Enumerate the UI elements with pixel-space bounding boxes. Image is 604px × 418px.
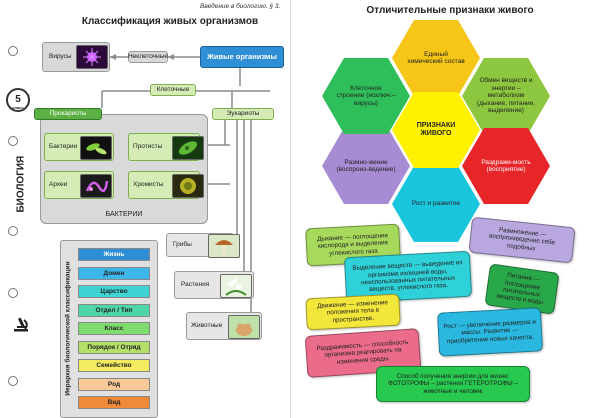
note-nutrition: Питание — поглощение питательных веществ…	[484, 263, 560, 315]
note-text: Способ получения энергии для жизни: ФОТО…	[388, 372, 518, 395]
binder-hole	[8, 136, 18, 146]
hierarchy-title: Иерархия биологической классификации	[56, 240, 80, 416]
hierarchy-level: Царство	[78, 285, 150, 298]
bacteria-group: БАКТЕРИИ	[40, 114, 208, 224]
hierarchy-level: Род	[78, 377, 150, 391]
hierarchy-level: Отдел / Тип	[78, 303, 150, 317]
grade-number: 5	[15, 94, 21, 105]
note-energy: Способ получения энергии для жизни: ФОТО…	[376, 366, 530, 402]
subject-label: БИОЛОГИЯ	[15, 155, 27, 213]
animals-image	[228, 315, 260, 339]
hierarchy-level: Класс	[78, 322, 150, 335]
hex-label: Раздражи-мость (восприятие)	[481, 158, 531, 173]
hex-irritability: Раздражи-мость (восприятие)	[462, 128, 550, 204]
noncellular-box: Неклеточные	[128, 51, 168, 63]
features-title: Отличительные признаки живого	[366, 5, 534, 16]
viruses-label: Вирусы	[49, 53, 72, 61]
fungi-label: Грибы	[173, 241, 192, 249]
hex-reproduction: Размно-жение (воспроиз-ведение)	[322, 128, 410, 204]
protists-image	[172, 136, 204, 160]
hierarchy-level: Порядок / Отряд	[78, 340, 150, 354]
note-text: Раздражимость — способность организма ре…	[316, 338, 409, 366]
hierarchy-title-text: Иерархия биологической классификации	[64, 260, 72, 396]
hex-growth: Рост и развитие	[392, 166, 480, 242]
cellular-label: Клеточные	[156, 86, 190, 94]
living-organisms-label: Живые организмы	[207, 51, 277, 61]
note-growth: Рост — увеличение размеров и массы. Разв…	[436, 307, 544, 357]
hex-chemical-composition: Единый химический состав	[392, 20, 480, 96]
living-organisms-box: Живые организмы	[200, 46, 284, 68]
protists-label: Протисты	[133, 143, 163, 151]
animals-label: Животные	[191, 322, 223, 330]
note-movement: Движение — изменение положения тела в пр…	[305, 293, 401, 331]
note-reproduction: Размножение — воспроизведение себе подоб…	[468, 216, 576, 264]
binder-hole	[8, 288, 18, 298]
hierarchy-level: Жизнь	[78, 248, 150, 261]
hex-center-label: ПРИЗНАКИ ЖИВОГО	[416, 121, 456, 137]
plants-label: Растения	[181, 281, 210, 289]
fungi-image	[208, 234, 240, 258]
cellular-box: Клеточные	[150, 84, 196, 96]
note-text: Размножение — воспроизведение себе подоб…	[488, 226, 556, 253]
archaea-image	[80, 174, 112, 198]
bacteria-label: Бактерии	[49, 143, 78, 151]
prokaryotes-label: Прокариоты	[49, 110, 87, 118]
note-text: Рост — увеличение размеров и массы. Разв…	[443, 318, 536, 345]
page-divider	[290, 0, 291, 418]
classification-title: Классификация живых организмов	[81, 16, 259, 27]
chromists-image	[172, 174, 204, 198]
bacteria-group-label: БАКТЕРИИ	[105, 211, 143, 219]
bacteria-image	[80, 136, 112, 160]
grade-label: класс	[12, 105, 24, 110]
hex-label: Размно-жение (воспроиз-ведение)	[336, 158, 396, 173]
chromists-label: Хромисты	[133, 181, 164, 189]
note-text: Выделение веществ — выведение из организ…	[352, 259, 463, 294]
eukaryotes-box: Эукариоты	[212, 108, 274, 120]
hierarchy-level: Домен	[78, 266, 150, 280]
note-text: Питание — поглощение питательных веществ…	[496, 272, 545, 307]
hex-label: Рост и развитие	[411, 200, 461, 208]
binder-hole	[8, 376, 18, 386]
hex-label: Обмен веществ и энергии – метаболизм (ды…	[476, 77, 536, 115]
binder-hole	[8, 226, 18, 236]
eukaryotes-label: Эукариоты	[226, 110, 260, 118]
section-reference: Введение в биологию. § 3.	[200, 3, 281, 10]
prokaryotes-box: Прокариоты	[34, 108, 102, 120]
note-text: Движение — изменение положения тела в пр…	[317, 299, 389, 324]
hex-label: Клеточное строение (исключ.– вирусы)	[336, 84, 396, 107]
virus-image	[76, 45, 108, 69]
plants-image	[220, 274, 252, 298]
archaea-label: Археи	[49, 181, 68, 189]
binder-hole	[8, 46, 18, 56]
noncellular-label: Неклеточные	[127, 53, 169, 61]
hex-label: Единый химический состав	[407, 50, 465, 65]
hierarchy-level: Вид	[78, 396, 150, 409]
grade-badge: 5 класс	[6, 88, 30, 112]
microscope-icon	[14, 317, 28, 332]
hierarchy-level: Семейство	[78, 359, 150, 372]
